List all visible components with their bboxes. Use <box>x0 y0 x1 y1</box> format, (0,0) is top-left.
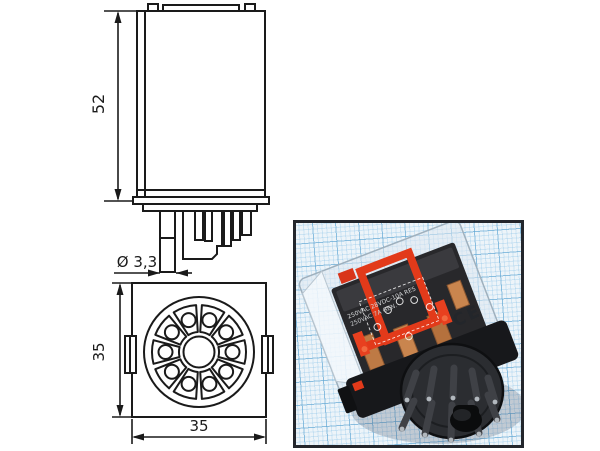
pin-hole <box>180 375 197 392</box>
red-armature <box>337 247 453 357</box>
pin-hub <box>398 342 505 443</box>
mounting-tab <box>337 385 358 414</box>
socket-width-label: 35 <box>189 417 208 435</box>
bottom-view: 35 35 <box>90 282 274 444</box>
pin-hole <box>218 363 235 380</box>
pin-hole <box>163 324 180 341</box>
pin-hole <box>180 312 197 329</box>
relay-photo: 250VAC 28VDC-10A RES 250VAC 7A GEN. Bott… <box>298 223 521 444</box>
dimensioned-pin <box>159 210 176 273</box>
dimension-52: 52 <box>89 10 136 202</box>
dimension-pin-diameter: Ø 3,3 <box>114 253 192 277</box>
relay-pins <box>159 210 252 273</box>
pin-diameter-label: Ø 3,3 <box>117 253 157 271</box>
dimension-35-horizontal: 35 <box>131 417 267 444</box>
pin-hole <box>224 344 241 360</box>
side-height-label: 52 <box>89 94 108 114</box>
pin-hole <box>218 324 235 341</box>
center-hole <box>182 335 216 369</box>
relay-flange <box>132 196 270 205</box>
side-view: 52 Ø 3,3 <box>89 3 270 277</box>
technical-drawing: 52 Ø 3,3 <box>89 3 274 444</box>
socket-height-label: 35 <box>90 342 108 361</box>
socket-segments <box>151 304 247 400</box>
relay-body <box>136 10 266 198</box>
pin-hole <box>201 312 218 329</box>
printed-schematic <box>358 276 440 346</box>
product-photo: 250VAC 28VDC-10A RES 250VAC 7A GEN. Bott… <box>293 220 524 448</box>
dimension-35-vertical: 35 <box>90 282 132 418</box>
center-post <box>450 405 482 432</box>
pin-hole <box>201 375 218 392</box>
pin-tips <box>399 395 500 443</box>
pin-hole <box>163 363 180 380</box>
relay-base <box>142 203 258 212</box>
pin-hole <box>157 344 174 360</box>
